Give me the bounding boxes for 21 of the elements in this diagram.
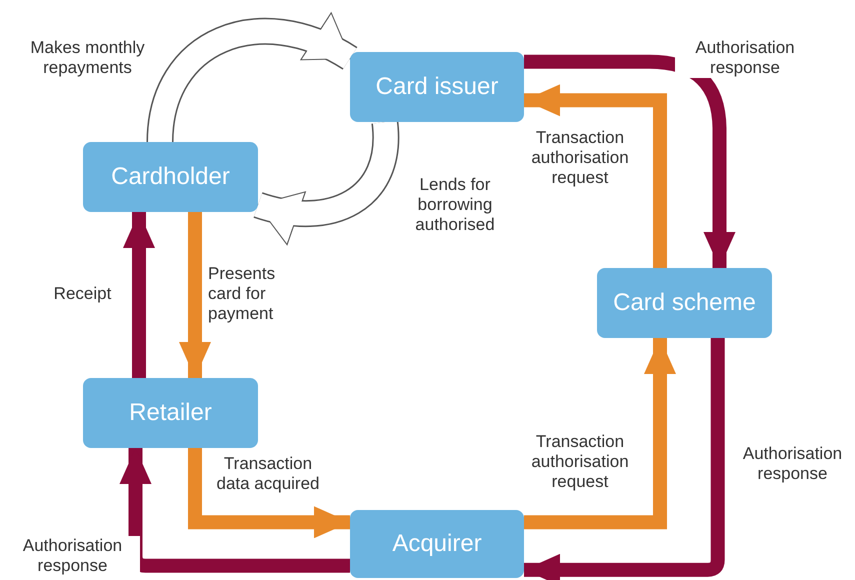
process-box	[597, 268, 772, 338]
box-label: Card scheme	[613, 288, 756, 318]
arrow	[123, 212, 155, 378]
arrow	[524, 54, 736, 268]
edge-label: Makes monthly repayments	[30, 38, 145, 78]
process-box	[83, 378, 258, 448]
process-box	[350, 510, 524, 578]
arrow	[120, 448, 350, 573]
arrow	[179, 212, 211, 378]
arrow	[524, 338, 676, 530]
curved-arrow	[146, 14, 357, 144]
box-label: Cardholder	[111, 162, 230, 192]
arrow	[524, 84, 667, 268]
box-label: Retailer	[129, 398, 212, 428]
box-label: Acquirer	[392, 529, 482, 559]
process-box	[350, 52, 524, 122]
curved-arrow	[254, 121, 400, 243]
arrow	[188, 448, 350, 538]
box-label: Card issuer	[376, 72, 498, 102]
process-box	[83, 142, 258, 212]
arrow	[524, 338, 725, 580]
